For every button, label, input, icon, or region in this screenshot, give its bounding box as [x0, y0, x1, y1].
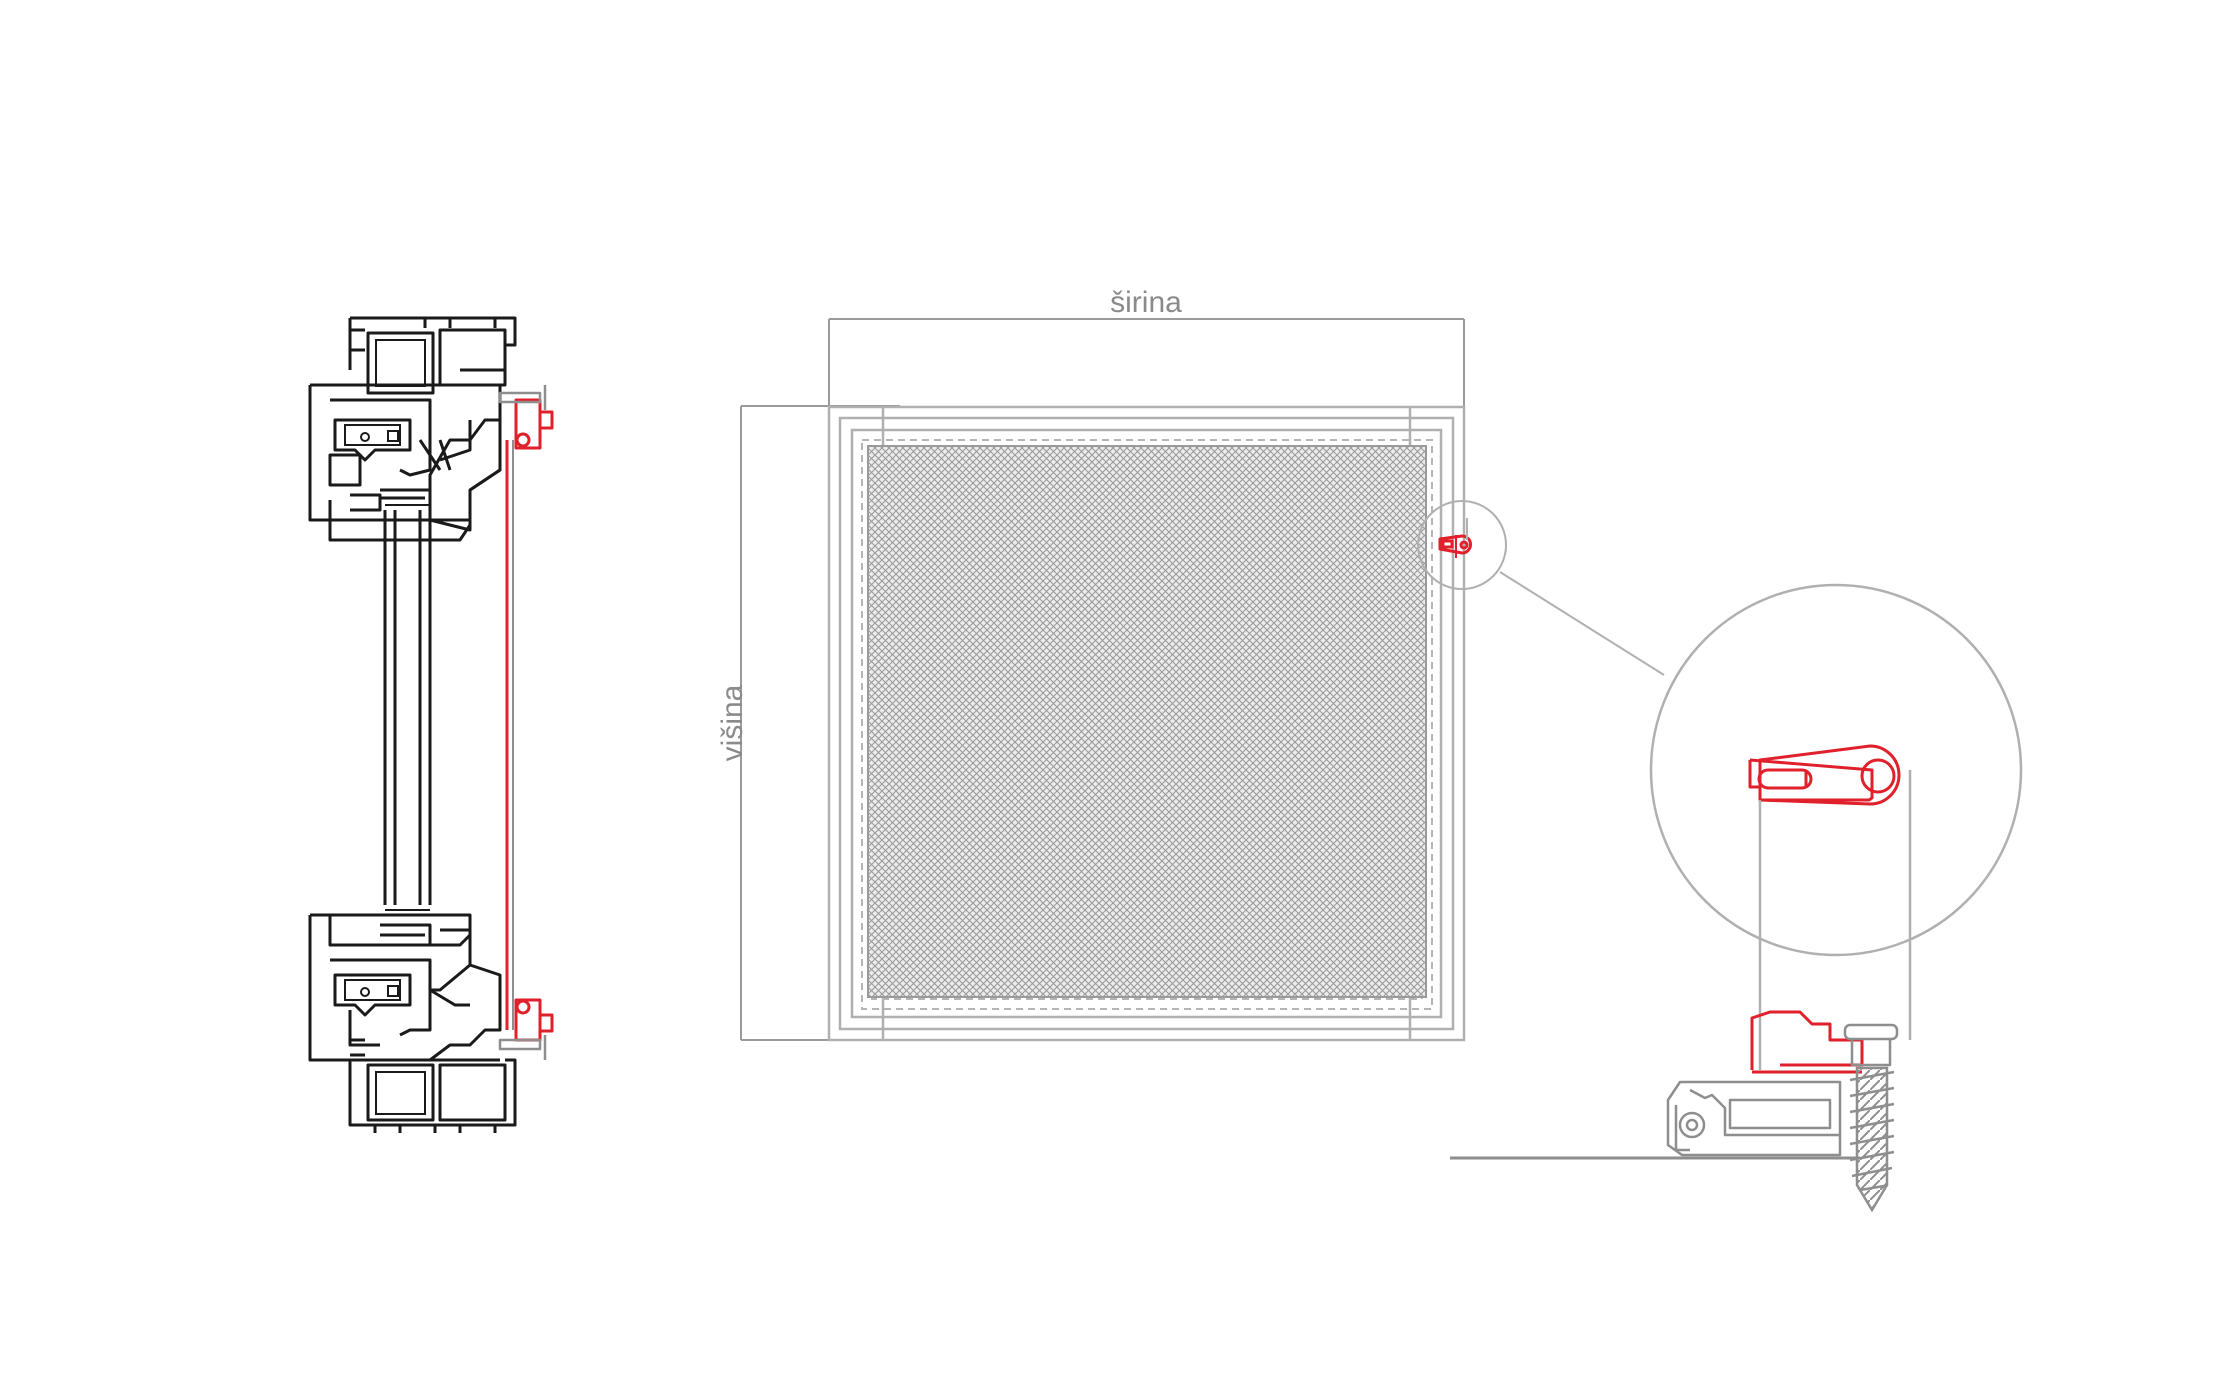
magnified-clip-detail — [1450, 583, 2023, 1213]
bottom-frame-profile — [308, 913, 517, 1133]
clip-lever-red — [1748, 744, 1901, 806]
top-frame-profile — [308, 316, 517, 542]
glass-unit — [383, 504, 432, 911]
fixing-screw — [1843, 1023, 1899, 1213]
magnifier-circle — [1649, 583, 2023, 957]
bottom-screw — [498, 1035, 547, 1060]
width-dimension: širina — [828, 286, 1465, 460]
top-screw — [498, 385, 547, 410]
clip-detail-marker — [1417, 500, 1665, 676]
height-label: višina — [716, 684, 749, 761]
top-clip-red — [514, 398, 554, 450]
clip-bracket-red — [1750, 1010, 1864, 1074]
screen-profile-grey — [1450, 1080, 1860, 1160]
screen-frame-red — [498, 385, 554, 1060]
front-view: širina višina — [716, 286, 1665, 1042]
window-profile-section — [308, 316, 554, 1133]
insect-mesh — [867, 445, 1427, 998]
bottom-clip-red — [514, 998, 554, 1042]
width-label: širina — [1110, 286, 1182, 319]
